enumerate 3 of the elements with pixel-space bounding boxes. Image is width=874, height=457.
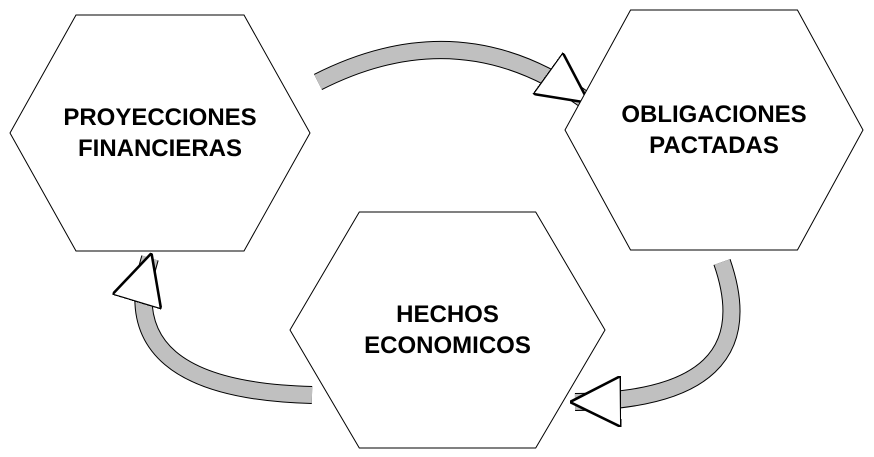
node-label: OBLIGACIONES PACTADAS [620, 100, 808, 161]
node-label: HECHOS ECONOMICOS [363, 300, 532, 361]
node-label: PROYECCIONES FINANCIERAS [62, 102, 258, 164]
